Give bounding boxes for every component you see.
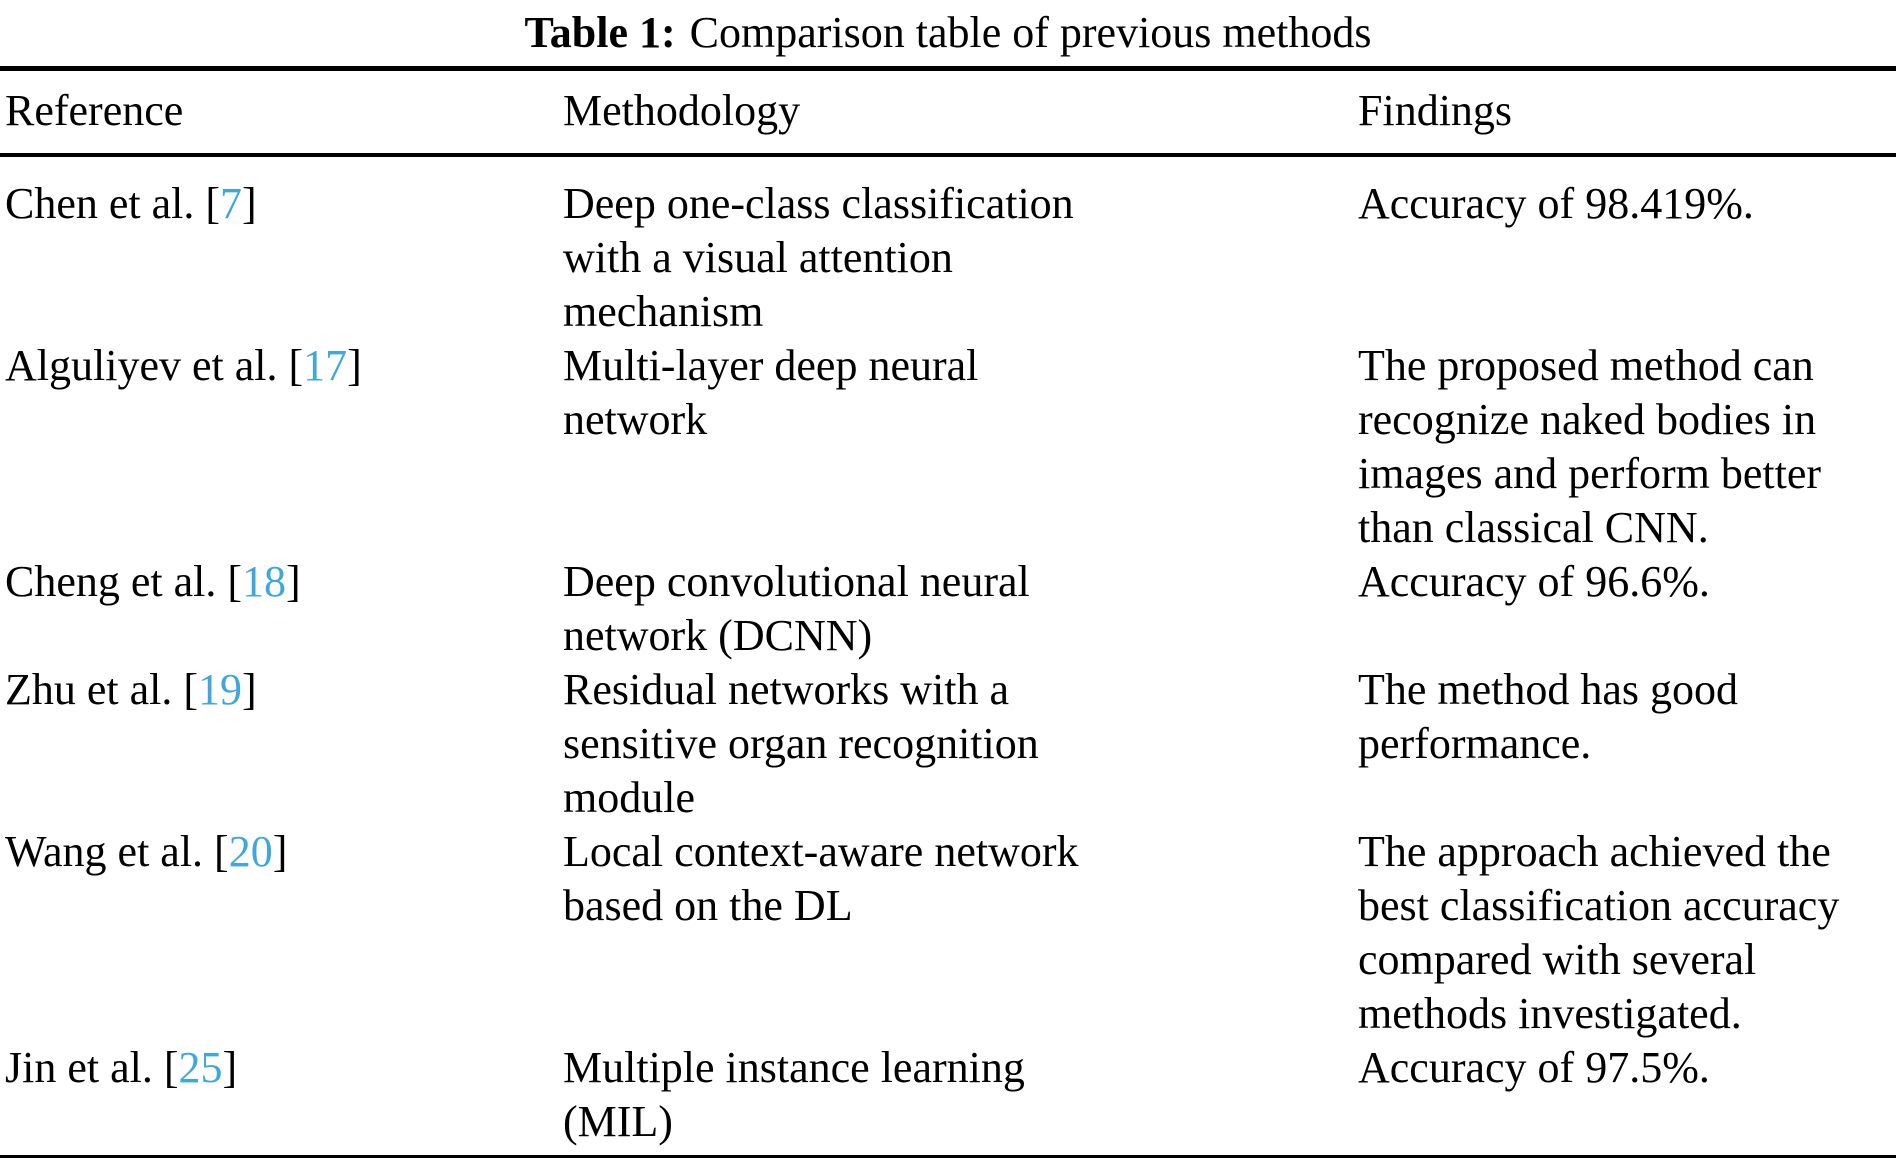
reference-bracket: ] — [222, 1043, 238, 1092]
reference-cell: Zhu et al. [19] — [0, 663, 563, 825]
reference-cell: Wang et al. [20] — [0, 825, 563, 1041]
table-header-row: Reference Methodology Findings — [0, 71, 1896, 157]
methodology-cell: Deep convolutional neural network (DCNN) — [563, 557, 1030, 660]
reference-text: Jin et al. [ — [5, 1043, 179, 1092]
findings-cell: Accuracy of 96.6%. — [1358, 557, 1710, 606]
table-body: Chen et al. [7] Deep one-class classific… — [0, 157, 1896, 1155]
reference-cell: Chen et al. [7] — [0, 177, 563, 339]
comparison-table: Reference Methodology Findings Chen et a… — [0, 66, 1896, 1158]
column-header-methodology: Methodology — [563, 86, 801, 135]
reference-bracket: ] — [272, 827, 288, 876]
table-caption-label: Table 1: — [524, 8, 676, 57]
column-header-reference: Reference — [5, 86, 184, 135]
findings-cell: Accuracy of 98.419%. — [1358, 179, 1754, 228]
citation-link[interactable]: 25 — [178, 1043, 223, 1092]
table-row: Chen et al. [7] Deep one-class classific… — [0, 177, 1896, 339]
findings-cell: The proposed method can recognize naked … — [1358, 341, 1822, 552]
reference-bracket: ] — [242, 179, 257, 228]
citation-link[interactable]: 7 — [220, 179, 243, 228]
reference-text: Chen et al. [ — [5, 179, 221, 228]
table-row: Wang et al. [20] Local context-aware net… — [0, 825, 1896, 1041]
table-row: Jin et al. [25] Multiple instance learni… — [0, 1041, 1896, 1149]
reference-bracket: ] — [286, 557, 301, 606]
citation-link[interactable]: 20 — [228, 827, 273, 876]
table-row: Zhu et al. [19] Residual networks with a… — [0, 663, 1896, 825]
table-caption-text: Comparison table of previous methods — [689, 8, 1372, 57]
methodology-cell: Multi-layer deep neural network — [563, 341, 979, 444]
findings-cell: Accuracy of 97.5%. — [1358, 1043, 1710, 1092]
methodology-cell: Local context-aware network based on the… — [563, 827, 1079, 930]
reference-bracket: ] — [242, 665, 257, 714]
methodology-cell: Deep one-class classification with a vis… — [563, 179, 1074, 336]
findings-cell: The method has good performance. — [1358, 665, 1739, 768]
findings-cell: The approach achieved the best classific… — [1358, 827, 1840, 1038]
reference-text: Alguliyev et al. [ — [5, 341, 304, 390]
methodology-cell: Residual networks with a sensitive organ… — [563, 665, 1039, 822]
reference-cell: Cheng et al. [18] — [0, 555, 563, 663]
reference-text: Zhu et al. [ — [5, 665, 199, 714]
reference-cell: Alguliyev et al. [17] — [0, 339, 563, 555]
reference-cell: Jin et al. [25] — [0, 1041, 563, 1149]
column-header-findings: Findings — [1358, 86, 1513, 135]
citation-link[interactable]: 17 — [303, 341, 348, 390]
reference-text: Cheng et al. [ — [5, 557, 243, 606]
citation-link[interactable]: 18 — [242, 557, 287, 606]
table-caption: Table 1: Comparison table of previous met… — [0, 0, 1896, 66]
table-row: Cheng et al. [18] Deep convolutional neu… — [0, 555, 1896, 663]
reference-text: Wang et al. [ — [5, 827, 229, 876]
methodology-cell: Multiple instance learning (MIL) — [563, 1043, 1025, 1146]
table-row: Alguliyev et al. [17] Multi-layer deep n… — [0, 339, 1896, 555]
citation-link[interactable]: 19 — [198, 665, 243, 714]
reference-bracket: ] — [347, 341, 362, 390]
